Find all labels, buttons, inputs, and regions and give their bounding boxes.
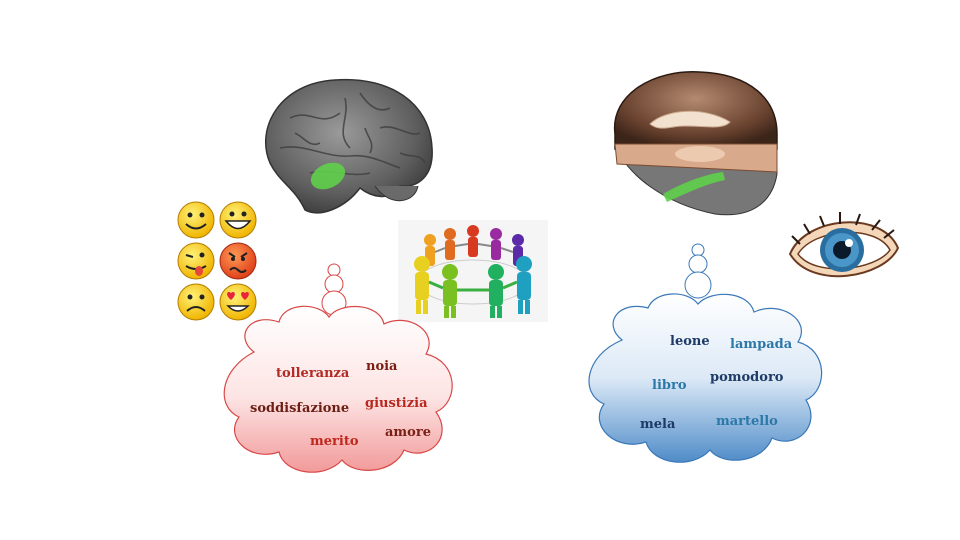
eye-icon (786, 208, 902, 294)
brain-lateral-icon (250, 68, 440, 228)
word-libro: libro (652, 378, 687, 393)
word-noia: noia (366, 359, 398, 374)
emoji-grid-icon (176, 200, 260, 322)
brain-medial-icon (605, 64, 785, 224)
word-soddisfazione: soddisfazione (250, 401, 350, 416)
word-amore: amore (385, 425, 431, 440)
people-circle-icon (398, 220, 548, 322)
word-merito: merito (310, 434, 359, 449)
word-lampada: lampada (730, 337, 793, 352)
word-leone: leone (670, 334, 710, 349)
thought-cloud-red (214, 262, 466, 482)
word-tolleranza: tolleranza (276, 366, 350, 381)
thought-cloud-blue (580, 242, 832, 472)
word-mela: mela (640, 417, 676, 432)
word-pomodoro: pomodoro (710, 370, 784, 385)
word-martello: martello (716, 414, 778, 429)
word-giustizia: giustizia (365, 396, 428, 411)
